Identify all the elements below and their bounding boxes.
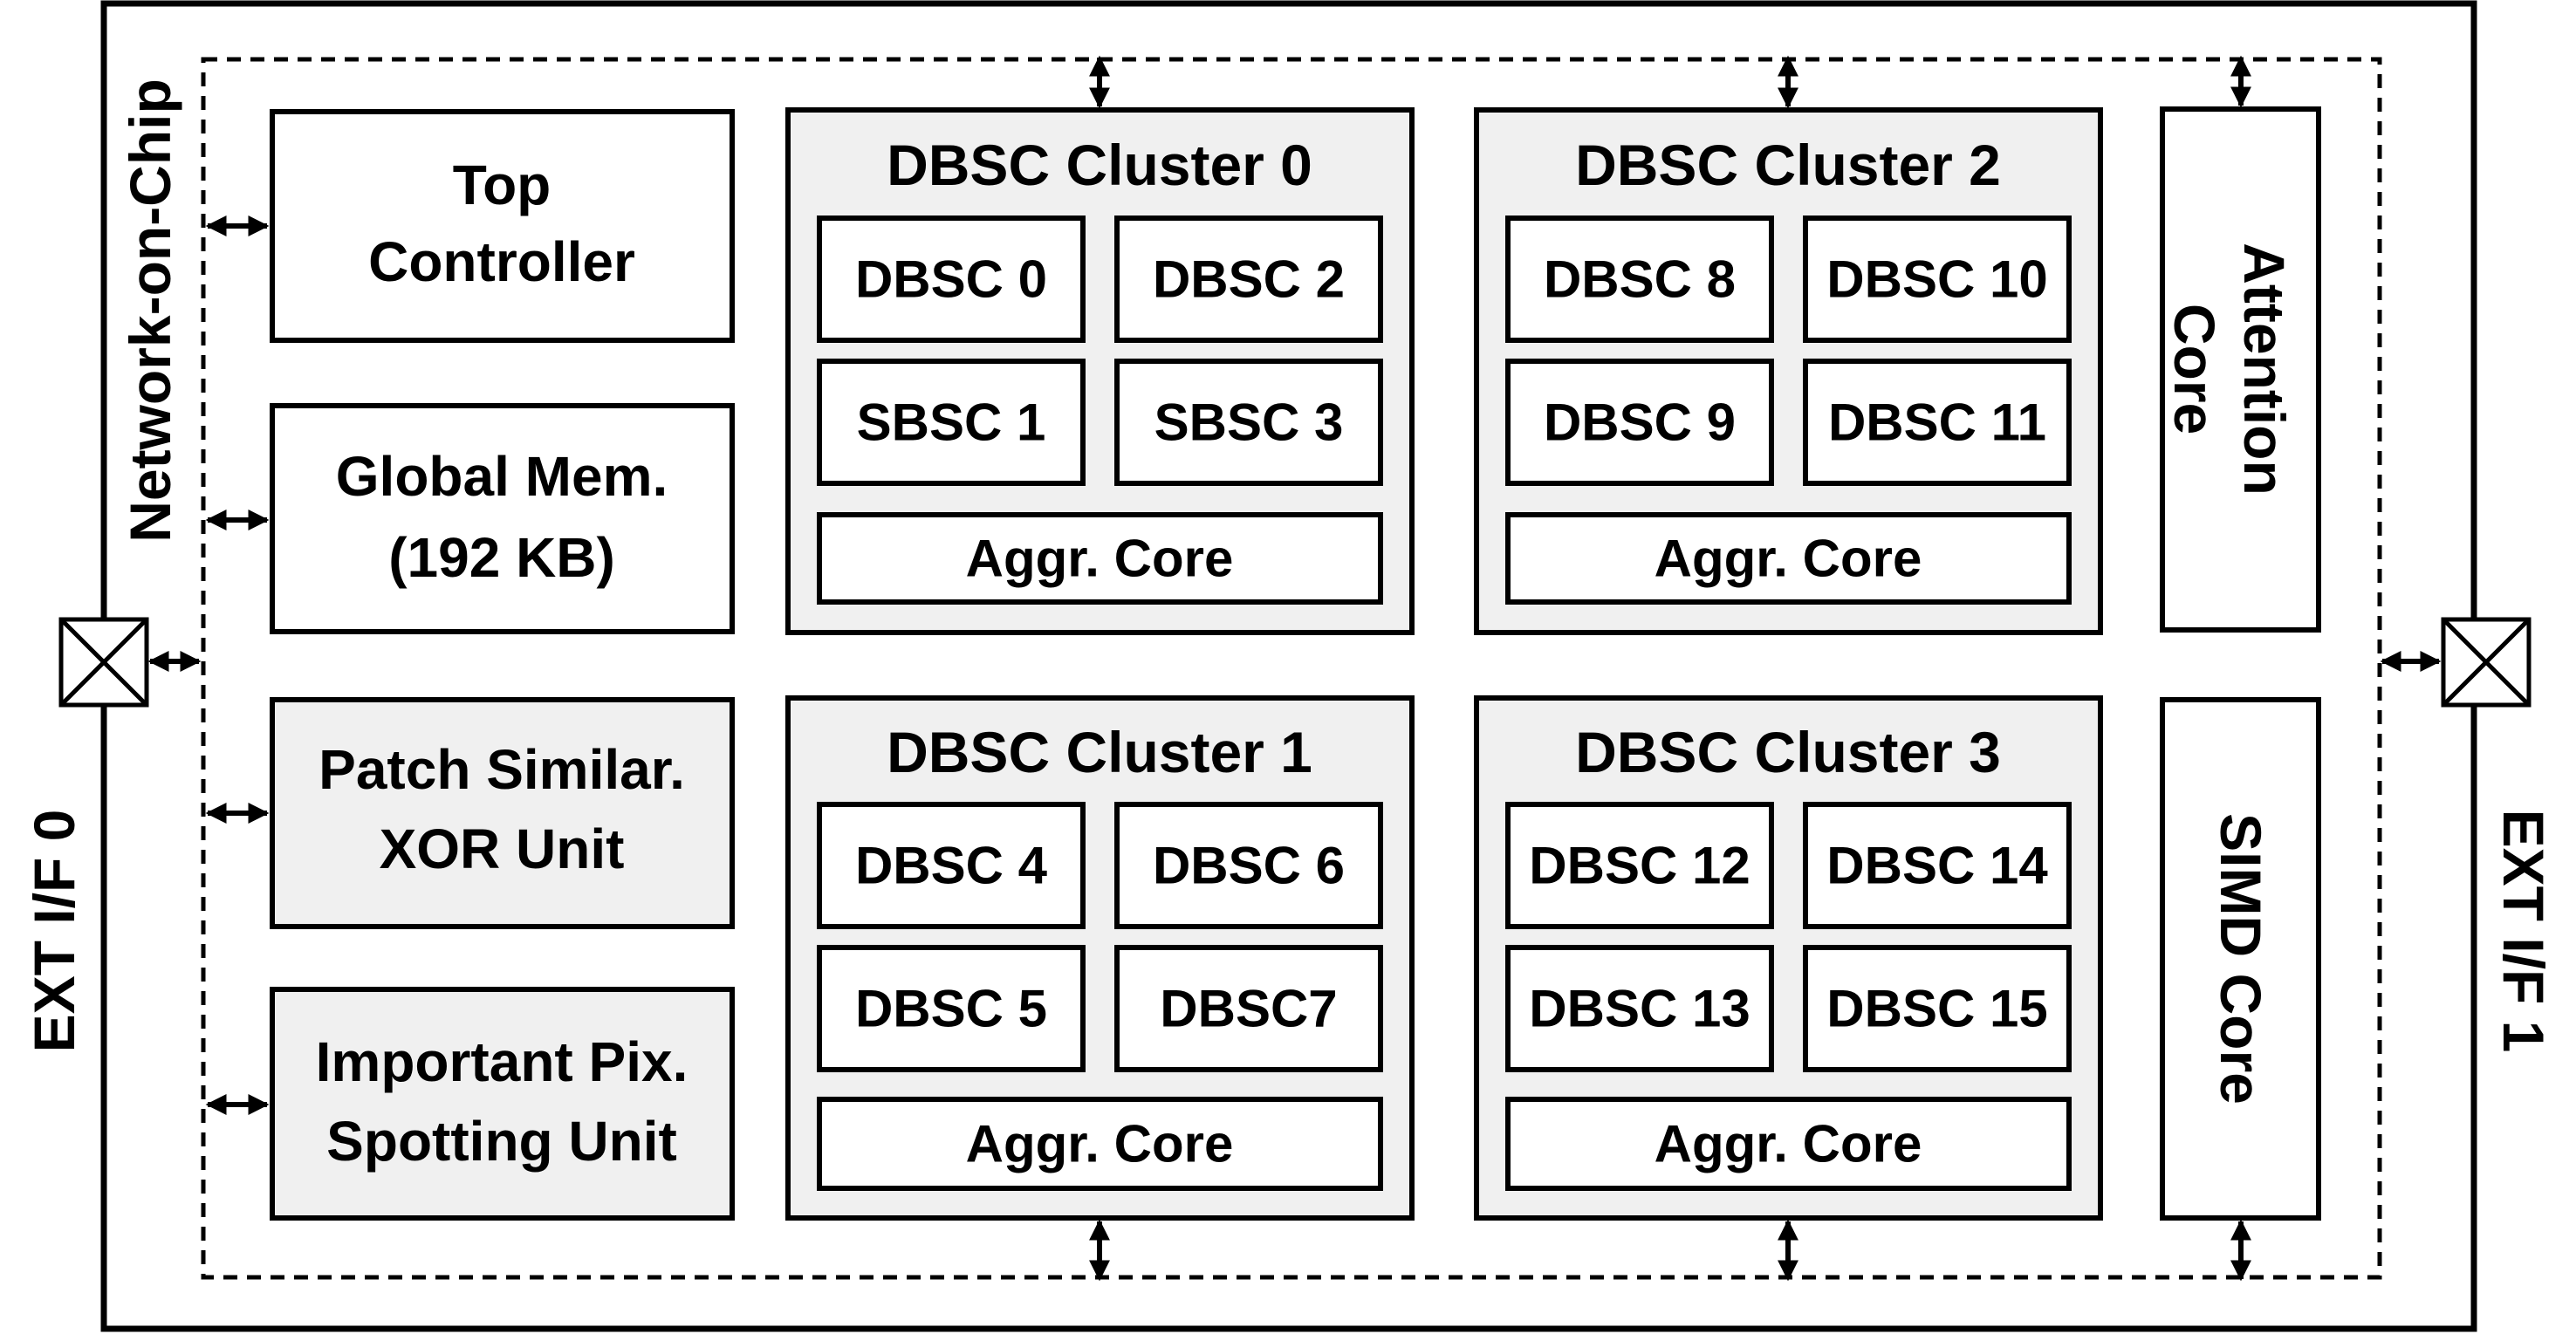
- noc-label: Network-on-Chip: [118, 79, 182, 543]
- ext-if-0-label: EXT I/F 0: [22, 810, 86, 1053]
- core-label: DBSC 0: [855, 250, 1047, 309]
- global-memory-line1: Global Mem.: [336, 445, 668, 508]
- core-label: DBSC 11: [1828, 393, 2046, 452]
- top-controller-block: Top Controller: [270, 109, 735, 343]
- simd-core-label: SIMD Core: [2209, 813, 2273, 1105]
- simd-core-block: SIMD Core: [2160, 697, 2321, 1221]
- attention-core-block: Attention Core: [2160, 106, 2321, 633]
- cluster-title: DBSC Cluster 2: [1575, 133, 2001, 197]
- ext-if-0-pad: [58, 617, 149, 708]
- noc-boundary: [201, 57, 2382, 1280]
- core-label: DBSC 15: [1826, 980, 2047, 1038]
- patch-unit-line1: Patch Similar.: [319, 738, 685, 801]
- top-controller-line2: Controller: [368, 230, 635, 293]
- dbsc-cluster-3: DBSC Cluster 3 DBSC 12 DBSC 14 DBSC 13 D…: [1474, 695, 2103, 1221]
- core-label: DBSC 8: [1544, 250, 1736, 309]
- dbsc-cluster-0: DBSC Cluster 0 DBSC 0 DBSC 2 SBSC 1 SBSC…: [785, 107, 1415, 635]
- aggr-core-label: Aggr. Core: [966, 530, 1234, 588]
- top-controller-line1: Top: [453, 154, 552, 216]
- global-memory-block: Global Mem. (192 KB): [270, 403, 735, 634]
- patch-unit-line2: XOR Unit: [380, 818, 625, 880]
- ext-if-1-label: EXT I/F 1: [2491, 810, 2556, 1053]
- core-label: DBSC 5: [855, 980, 1047, 1038]
- ext-if-1-pad: [2441, 617, 2531, 708]
- core-label: DBSC 14: [1826, 837, 2048, 895]
- cluster-title: DBSC Cluster 0: [887, 133, 1312, 197]
- core-label: DBSC 6: [1153, 837, 1345, 895]
- aggr-core-label: Aggr. Core: [1655, 530, 1922, 588]
- core-label: DBSC 10: [1826, 250, 2047, 309]
- core-label: DBSC 2: [1153, 250, 1345, 309]
- core-label: DBSC 4: [855, 837, 1048, 895]
- aggr-core-label: Aggr. Core: [966, 1115, 1234, 1173]
- patch-similarity-xor-unit: Patch Similar. XOR Unit: [270, 697, 735, 929]
- cluster-title: DBSC Cluster 1: [887, 720, 1312, 784]
- attention-core-line2: Core: [2162, 304, 2227, 434]
- aggr-core-label: Aggr. Core: [1655, 1115, 1922, 1173]
- core-label: DBSC 9: [1544, 393, 1736, 452]
- dbsc-cluster-1: DBSC Cluster 1 DBSC 4 DBSC 6 DBSC 5 DBSC…: [785, 695, 1415, 1221]
- attention-core-line1: Attention: [2232, 243, 2297, 496]
- important-pixel-spotting-unit: Important Pix. Spotting Unit: [270, 987, 735, 1221]
- pix-unit-line2: Spotting Unit: [326, 1110, 677, 1173]
- core-label: DBSC 12: [1529, 837, 1750, 895]
- global-memory-line2: (192 KB): [388, 526, 615, 589]
- core-label: SBSC 1: [857, 393, 1046, 452]
- core-label: DBSC7: [1160, 980, 1337, 1038]
- core-label: SBSC 3: [1154, 393, 1344, 452]
- dbsc-cluster-2: DBSC Cluster 2 DBSC 8 DBSC 10 DBSC 9 DBS…: [1474, 107, 2103, 635]
- cluster-title: DBSC Cluster 3: [1575, 720, 2001, 784]
- pix-unit-line1: Important Pix.: [316, 1030, 689, 1093]
- core-label: DBSC 13: [1529, 980, 1750, 1038]
